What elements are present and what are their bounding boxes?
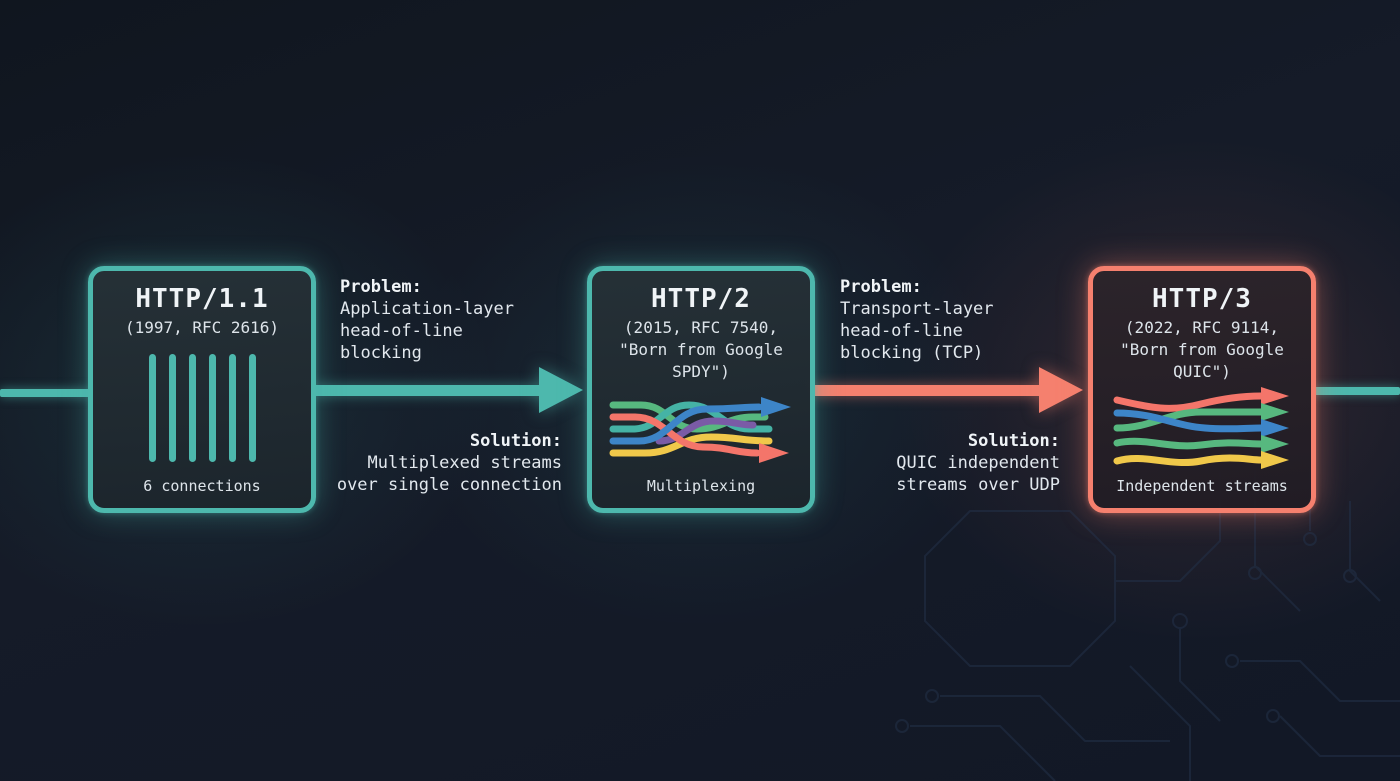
timeline-line-right — [1314, 387, 1400, 395]
problem-text: Transport-layer head-of-line blocking (T… — [840, 299, 994, 363]
panel-http2: HTTP/2 (2015, RFC 7540, "Born from Googl… — [587, 266, 815, 513]
timeline-line-left — [0, 389, 90, 397]
six-parallel-connections-icon — [148, 354, 256, 462]
solution-label: Solution: — [967, 431, 1060, 451]
circuit-pattern-decoration — [895, 466, 1400, 781]
arrow-head-icon — [1039, 367, 1083, 413]
solution-note-http2-to-http3: Solution: QUIC independent streams over … — [828, 430, 1060, 496]
problem-note-http1-to-http2: Problem: Application-layer head-of-line … — [340, 276, 550, 364]
problem-label: Problem: — [340, 277, 422, 297]
arrow-shaft — [813, 385, 1041, 396]
independent-streams-icon — [1113, 387, 1289, 469]
version-caption: Independent streams — [1116, 477, 1288, 495]
arrow-head-icon — [539, 367, 583, 413]
panel-http3: HTTP/3 (2022, RFC 9114, "Born from Googl… — [1088, 266, 1316, 513]
solution-label: Solution: — [469, 431, 562, 451]
version-meta: (2022, RFC 9114, "Born from Google QUIC"… — [1120, 318, 1284, 381]
arrow-shaft — [313, 385, 541, 396]
version-title: HTTP/1.1 — [135, 284, 269, 314]
problem-label: Problem: — [840, 277, 922, 297]
version-title: HTTP/3 — [1152, 284, 1252, 314]
panel-http1: HTTP/1.1 (1997, RFC 2616) 6 connections — [88, 266, 316, 513]
solution-note-http1-to-http2: Solution: Multiplexed streams over singl… — [330, 430, 562, 496]
problem-text: Application-layer head-of-line blocking — [340, 299, 514, 363]
version-caption: 6 connections — [143, 477, 261, 495]
problem-note-http2-to-http3: Problem: Transport-layer head-of-line bl… — [840, 276, 1050, 364]
version-title: HTTP/2 — [651, 284, 751, 314]
solution-text: Multiplexed streams over single connecti… — [336, 453, 562, 495]
solution-text: QUIC independent streams over UDP — [896, 453, 1060, 495]
version-meta: (2015, RFC 7540, "Born from Google SPDY"… — [619, 318, 783, 381]
version-caption: Multiplexing — [646, 477, 756, 495]
version-meta: (1997, RFC 2616) — [124, 318, 280, 337]
multiplexed-streams-icon — [609, 397, 791, 463]
